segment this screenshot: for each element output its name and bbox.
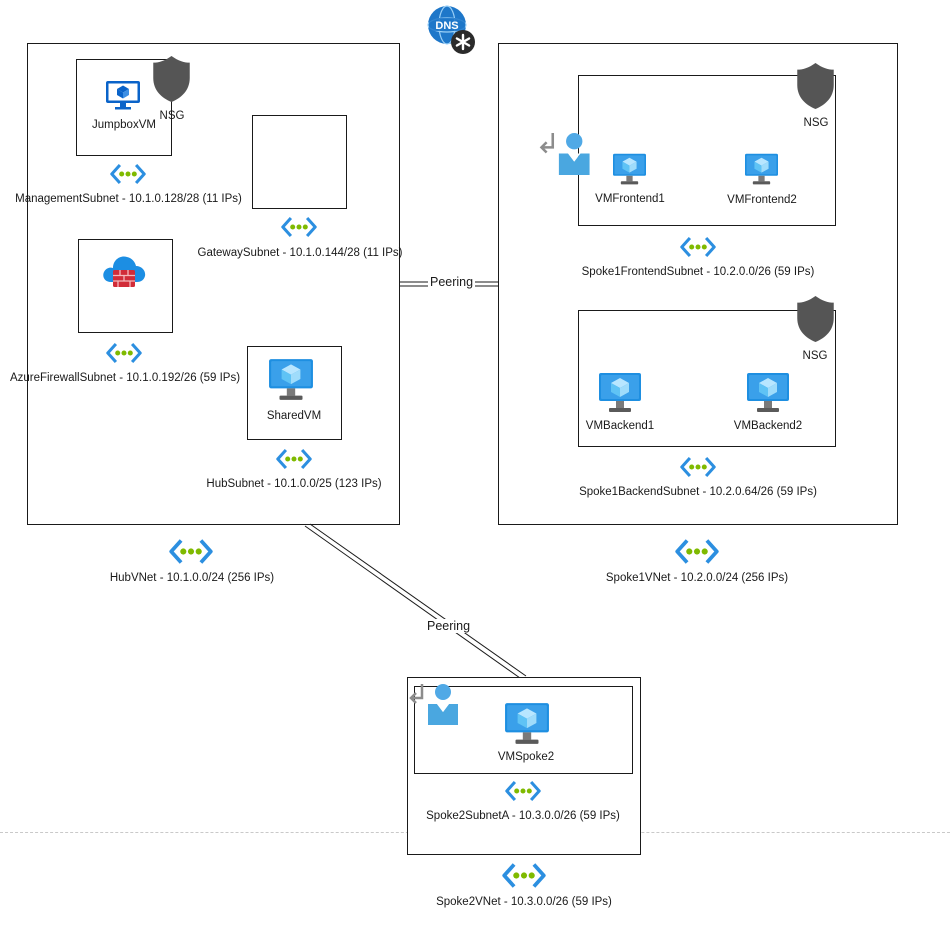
spoke2-vnet-icon <box>502 862 546 889</box>
backend-nsg-label: NSG <box>802 350 828 362</box>
spoke2-vnet-label: Spoke2VNet - 10.3.0.0/26 (59 IPs) <box>436 896 612 908</box>
peering-label-hub-spoke2: Peering <box>425 619 473 633</box>
spoke2-subnet-a-icon <box>505 780 541 802</box>
peering-line-hub-spoke2 <box>304 525 521 679</box>
spoke1-frontend-subnet-label: Spoke1FrontendSubnet - 10.2.0.0/26 (59 I… <box>581 266 815 278</box>
hub-vnet-label: HubVNet - 10.1.0.0/24 (256 IPs) <box>109 572 275 584</box>
peering-line-hub-spoke2 <box>309 523 527 677</box>
jumpbox-vm-label: JumpboxVM <box>92 119 156 131</box>
jumpbox-vm-icon <box>106 81 140 110</box>
private-dns-icon: DNS <box>427 5 475 54</box>
vm-backend2-label: VMBackend2 <box>733 420 803 432</box>
spoke1-vnet-label: Spoke1VNet - 10.2.0.0/24 (256 IPs) <box>605 572 789 584</box>
management-subnet-label: ManagementSubnet - 10.1.0.128/28 (11 IPs… <box>15 193 242 205</box>
gateway-subnet-box[interactable] <box>252 115 347 209</box>
vm-frontend1-label: VMFrontend1 <box>595 193 665 205</box>
spoke1-frontend-subnet-box[interactable] <box>578 75 836 226</box>
azure-firewall-icon <box>103 256 146 287</box>
shared-vm-label: SharedVM <box>266 410 322 422</box>
spoke1-backend-subnet-label: Spoke1BackendSubnet - 10.2.0.64/26 (59 I… <box>579 486 817 498</box>
jumpbox-nsg-label: NSG <box>159 110 185 122</box>
hub-subnet-label: HubSubnet - 10.1.0.0/25 (123 IPs) <box>206 478 382 490</box>
firewall-subnet-label: AzureFirewallSubnet - 10.1.0.192/26 (59 … <box>9 372 241 384</box>
gateway-subnet-label: GatewaySubnet - 10.1.0.144/28 (11 IPs) <box>197 247 403 259</box>
dns-badge-text: DNS <box>435 20 458 32</box>
vm-spoke2-icon <box>504 702 550 746</box>
vm-backend1-label: VMBackend1 <box>585 420 655 432</box>
frontend-nsg-label: NSG <box>803 117 829 129</box>
spoke2-user-icon <box>408 682 458 726</box>
peering-label-hub-spoke1: Peering <box>428 275 476 289</box>
vm-spoke2-label: VMSpoke2 <box>497 751 555 763</box>
spoke2-subnet-a-label: Spoke2SubnetA - 10.3.0.0/26 (59 IPs) <box>426 810 620 822</box>
vm-frontend2-label: VMFrontend2 <box>727 194 797 206</box>
